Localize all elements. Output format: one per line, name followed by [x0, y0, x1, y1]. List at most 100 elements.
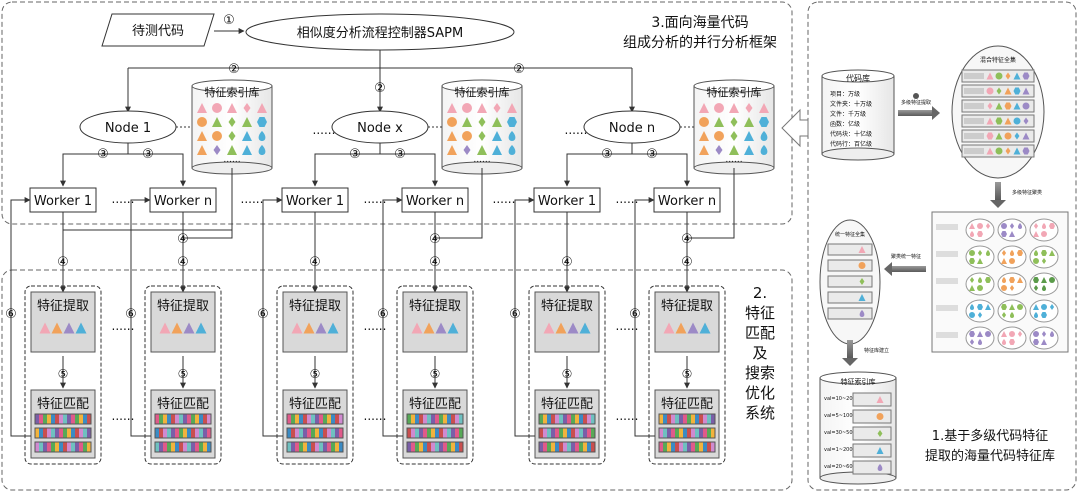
- match-stripe: [567, 442, 571, 452]
- match-stripe: [203, 442, 207, 452]
- diamond-shape: [730, 131, 738, 141]
- diamond-shape: [228, 117, 236, 127]
- match-stripe: [583, 414, 587, 424]
- code-repo-bottom: [821, 147, 895, 161]
- grid-tag: [936, 332, 958, 338]
- match-stripe: [191, 428, 195, 438]
- triangle-shape: [985, 304, 991, 310]
- match-stripe: [187, 442, 191, 452]
- match-stripe: [43, 428, 47, 438]
- triangle-shape: [212, 117, 222, 127]
- step-6-marker: ⑥: [509, 307, 521, 322]
- diamond-shape: [745, 103, 753, 113]
- cluster-blob: [1029, 245, 1059, 269]
- triangle-shape: [492, 145, 502, 155]
- controller-sapm: 相似度分析流程控制器SAPM: [245, 13, 515, 51]
- match-stripe: [171, 414, 175, 424]
- feature-db-top: [819, 371, 897, 385]
- match-stripe: [199, 414, 203, 424]
- match-stripe: [287, 428, 291, 438]
- drop-shape: [508, 131, 516, 141]
- circle-shape: [876, 413, 884, 420]
- source-code-label: 待测代码: [132, 24, 184, 39]
- hexagon-shape: [1009, 277, 1015, 283]
- circle-shape: [1004, 132, 1012, 140]
- circle-shape: [197, 117, 207, 127]
- diamond-shape: [1005, 72, 1011, 80]
- cluster-blob: [1029, 272, 1059, 296]
- match-stripe: [543, 442, 547, 452]
- triangle-shape: [197, 145, 207, 155]
- triangle-shape: [675, 322, 687, 334]
- hexagon-shape: [1013, 87, 1021, 95]
- match-stripe: [311, 414, 315, 424]
- match-bar: [658, 427, 716, 439]
- diamond-shape: [1041, 258, 1047, 264]
- match-stripe: [691, 442, 695, 452]
- match-stripe: [167, 414, 171, 424]
- match-stripe: [695, 442, 699, 452]
- match-stripe: [51, 428, 55, 438]
- triangle-shape: [447, 322, 459, 334]
- framework-region: [1, 1, 793, 225]
- match-stripe: [327, 414, 331, 424]
- cluster-blob: [965, 245, 995, 269]
- triangle-shape: [977, 331, 983, 337]
- match-stripe: [575, 442, 579, 452]
- match-stripe: [547, 414, 551, 424]
- feature-extract-label: 特征提取: [541, 298, 593, 314]
- module-frame: [528, 285, 606, 465]
- match-stripe: [663, 442, 667, 452]
- triangle-shape: [291, 322, 303, 334]
- triangle-shape: [171, 322, 183, 334]
- triangle-shape: [699, 322, 711, 334]
- match-stripe: [71, 414, 75, 424]
- code-repo-body: [821, 75, 895, 155]
- circle-shape: [1033, 331, 1039, 337]
- cluster-ellipsis: ......: [313, 123, 336, 137]
- diamond-shape: [1049, 304, 1055, 310]
- triangle-shape: [1013, 147, 1021, 155]
- triangle-shape: [1049, 250, 1055, 256]
- circle-shape: [1041, 231, 1047, 237]
- step-6-marker: ⑥: [377, 307, 389, 322]
- match-stripe: [451, 428, 455, 438]
- hexagon-shape: [969, 258, 975, 264]
- step-5-marker: ⑤: [682, 367, 693, 381]
- cluster-blob: [1029, 218, 1059, 242]
- circle-shape: [1041, 304, 1047, 310]
- drop-shape: [1033, 250, 1039, 256]
- module-ellipsis: ......: [364, 409, 387, 423]
- match-stripe: [411, 442, 415, 452]
- step-4-marker: ④: [681, 232, 693, 247]
- diamond-shape: [877, 430, 883, 437]
- match-stripe: [591, 414, 595, 424]
- match-stripe: [51, 414, 55, 424]
- diamond-shape: [213, 145, 221, 155]
- triangle-shape: [227, 103, 237, 113]
- diamond-shape: [1005, 147, 1011, 155]
- unified-row: [827, 307, 873, 320]
- connector-line: [564, 143, 633, 187]
- match-stripe: [659, 428, 663, 438]
- circle-shape: [1013, 117, 1021, 125]
- match-stripe: [707, 428, 711, 438]
- unified-features-title: 统一特征全集: [835, 231, 865, 238]
- unified-row: [827, 243, 873, 256]
- step-3-marker: ③: [97, 147, 109, 162]
- mixed-features-title: 混合特征全集: [980, 56, 1016, 64]
- triangle-shape: [1017, 277, 1023, 283]
- circle-shape: [1001, 285, 1007, 291]
- match-stripe: [339, 414, 343, 424]
- match-stripe: [79, 442, 83, 452]
- step4-arrowhead: [842, 358, 858, 366]
- connector-line: [380, 153, 438, 187]
- row-tag: [964, 88, 984, 94]
- match-stripe: [303, 442, 307, 452]
- circle-shape: [1009, 331, 1015, 337]
- match-stripe: [587, 428, 591, 438]
- match-stripe: [155, 414, 159, 424]
- match-stripe: [563, 414, 567, 424]
- match-stripe: [199, 442, 203, 452]
